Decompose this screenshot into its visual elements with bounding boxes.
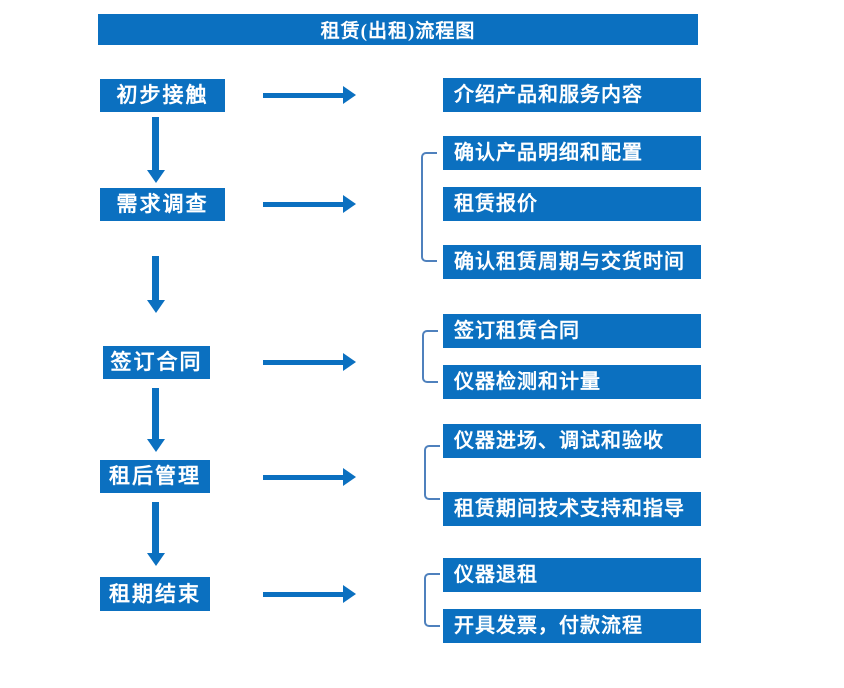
arrow-shaft [263,591,343,597]
step-box-sign-contract: 签订合同 [103,346,210,379]
output-box-sign-rental-contract: 签订租赁合同 [443,314,701,348]
arrow-shaft [152,388,159,439]
diagram-title: 租赁(出租)流程图 [98,14,698,45]
bracket-post-rental-outputs [424,445,440,500]
output-box-instrument-setup-acceptance: 仪器进场、调试和验收 [443,424,701,458]
right-arrow-icon-1 [263,85,356,105]
output-box-confirm-product-details-config: 确认产品明细和配置 [443,136,701,170]
arrow-shaft [152,502,159,553]
arrow-head [343,195,356,213]
output-box-confirm-rental-period-delivery: 确认租赁周期与交货时间 [443,245,701,279]
right-arrow-icon-5 [263,584,356,604]
arrow-head [343,353,356,371]
bracket-rental-end-outputs [424,573,440,627]
arrow-head [146,439,165,452]
output-box-rental-tech-support: 租赁期间技术支持和指导 [443,492,701,526]
arrow-shaft [263,201,343,207]
bracket-demand-survey-outputs [421,152,437,262]
step-box-demand-survey: 需求调查 [100,188,225,221]
arrow-shaft [152,256,159,300]
arrow-head [146,300,165,313]
down-arrow-icon-3 [146,388,165,452]
arrow-head [146,170,165,183]
arrow-head [343,86,356,104]
arrow-shaft [263,359,343,365]
output-box-rental-quote: 租赁报价 [443,187,701,221]
arrow-shaft [263,474,343,480]
down-arrow-icon-2 [146,256,165,313]
down-arrow-icon-4 [146,502,165,566]
arrow-shaft [152,117,159,170]
step-box-initial-contact: 初步接触 [100,79,225,112]
right-arrow-icon-3 [263,352,356,372]
arrow-shaft [263,92,343,98]
arrow-head [146,553,165,566]
output-box-introduce-products-services: 介绍产品和服务内容 [443,78,701,112]
arrow-head [343,585,356,603]
right-arrow-icon-4 [263,467,356,487]
right-arrow-icon-2 [263,194,356,214]
step-box-rental-end: 租期结束 [100,577,210,611]
output-box-invoice-payment-process: 开具发票，付款流程 [443,609,701,643]
bracket-sign-contract-outputs [422,330,438,383]
step-box-post-rental-management: 租后管理 [100,460,210,493]
down-arrow-icon-1 [146,117,165,183]
arrow-head [343,468,356,486]
output-box-instrument-return: 仪器退租 [443,558,701,592]
output-box-instrument-inspection-metering: 仪器检测和计量 [443,365,701,399]
